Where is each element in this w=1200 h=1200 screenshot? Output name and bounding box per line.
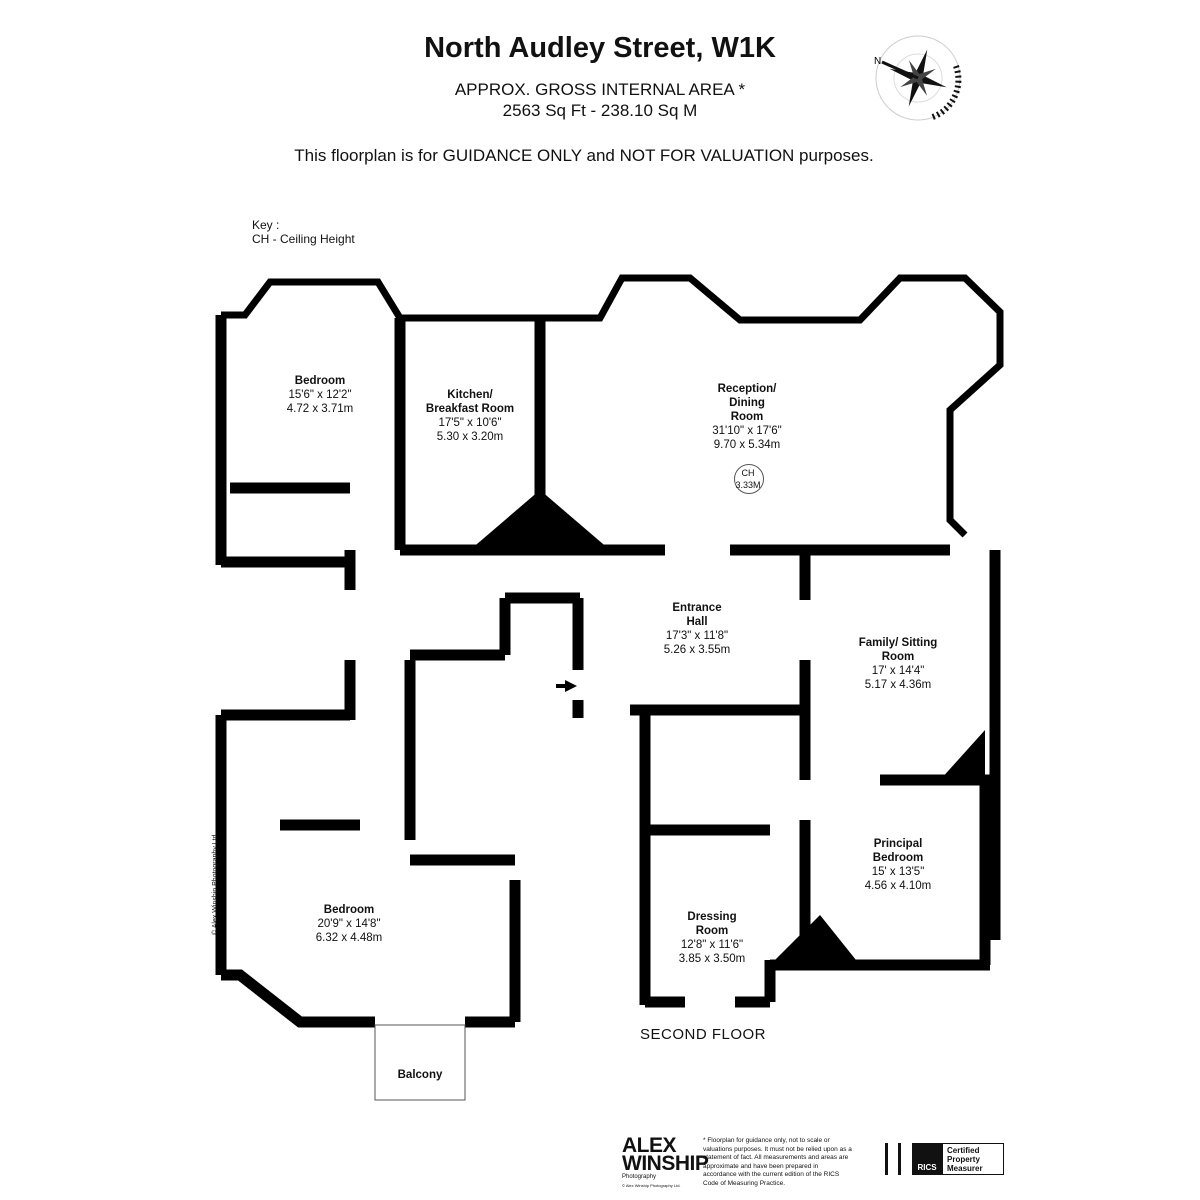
disclaimer: * Floorplan for guidance only, not to sc… xyxy=(703,1137,852,1187)
logo-copyright: © Alex Winship Photography Ltd. xyxy=(622,1183,681,1188)
floor-label: SECOND FLOOR xyxy=(640,1026,767,1043)
area-label: APPROX. GROSS INTERNAL AREA * xyxy=(454,80,746,99)
ceiling-height-badge xyxy=(734,464,764,494)
area-value: 2563 Sq Ft - 238.10 Sq M xyxy=(502,101,698,120)
key-title: Key : xyxy=(252,218,280,232)
certified-badge: Certified Property Measurer xyxy=(942,1143,1004,1175)
compass-icon: N xyxy=(874,35,962,121)
copyright-vertical: © Alex Winship Photography Ltd. xyxy=(212,832,219,935)
rics-logo: RICS xyxy=(912,1143,942,1175)
entrance-arrow-icon xyxy=(556,680,577,692)
logo-sub: Photography xyxy=(622,1174,657,1180)
key-item: CH - Ceiling Height xyxy=(252,232,355,246)
membership-logo-icon xyxy=(885,1143,901,1175)
page-title: North Audley Street, W1K xyxy=(424,32,776,64)
room-balcony: Balcony xyxy=(397,1069,443,1081)
guidance-notice: This floorplan is for GUIDANCE ONLY and … xyxy=(294,146,874,165)
svg-text:N: N xyxy=(874,56,881,67)
